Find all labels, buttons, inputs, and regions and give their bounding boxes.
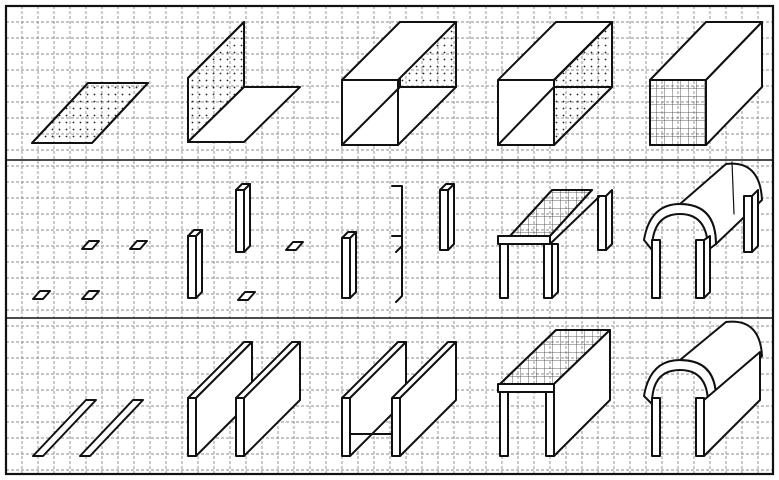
footing-pads xyxy=(33,241,147,299)
row-2-column-frame-assembly xyxy=(33,162,762,302)
double-box xyxy=(498,22,612,145)
columns xyxy=(188,184,303,300)
row-1-planar-assembly xyxy=(32,22,762,145)
strip-footings xyxy=(33,400,143,456)
walls-with-deck xyxy=(342,342,456,456)
open-box xyxy=(342,22,456,145)
columns-and-brackets xyxy=(342,184,454,302)
frame-with-deck xyxy=(498,190,612,298)
slab-and-wall xyxy=(188,22,300,142)
box-with-back-grid xyxy=(650,22,762,145)
parallel-walls xyxy=(188,342,300,456)
floor-slab xyxy=(32,83,148,143)
box-culvert xyxy=(498,330,610,456)
